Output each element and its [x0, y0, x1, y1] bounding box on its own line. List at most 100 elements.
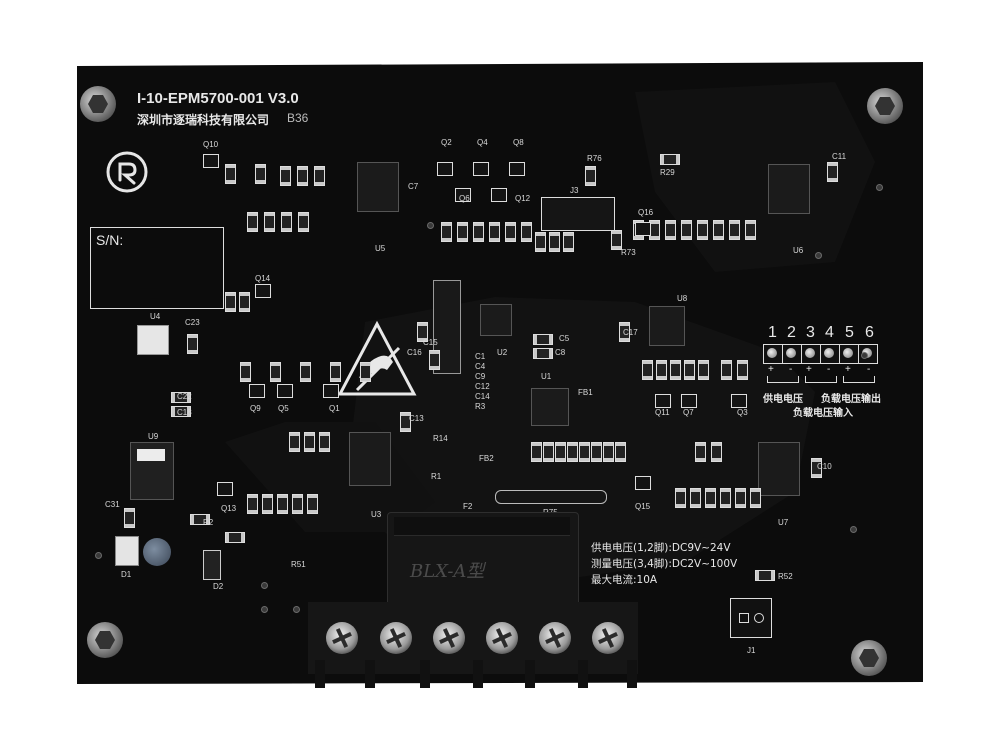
label-c10: C10: [817, 462, 832, 471]
fuse-holder: BLX-A型: [387, 512, 579, 610]
label-q6: Q6: [459, 194, 470, 203]
smd-component: [247, 494, 258, 514]
cap-stack-label-4: C12: [475, 382, 490, 391]
smd-component: [533, 348, 553, 359]
label-c18: C18: [177, 408, 192, 417]
terminal-screw-4[interactable]: [486, 622, 518, 654]
smd-component: [735, 488, 746, 508]
label-r52: R52: [778, 572, 793, 581]
company-logo: [106, 151, 148, 193]
smd-component: [270, 362, 281, 382]
label-fb2: FB2: [479, 454, 494, 463]
transistor: [509, 162, 525, 176]
ic-u9: [130, 442, 174, 500]
smd-component: [292, 494, 303, 514]
label-r76: R76: [587, 154, 602, 163]
ic-u6-label: U6: [793, 246, 804, 255]
transistor: [681, 394, 697, 408]
smd-component: [441, 222, 452, 242]
transistor: [255, 284, 271, 298]
ic-u3-label: U3: [371, 510, 382, 519]
label-c5: C5: [559, 334, 570, 343]
corner-screw-br: [851, 640, 887, 676]
label-r29: R29: [660, 168, 675, 177]
smd-component: [656, 360, 667, 380]
label-q7: Q7: [683, 408, 694, 417]
smd-component: [262, 494, 273, 514]
ic-u5-label: U5: [375, 244, 386, 253]
smd-component: [300, 362, 311, 382]
smd-component: [264, 212, 275, 232]
transistor: [277, 384, 293, 398]
cap-stack-label-2: C4: [475, 362, 486, 371]
load-output-label: 负载电压输出: [821, 394, 881, 405]
ic-u2: [480, 304, 512, 336]
label-q4: Q4: [477, 138, 488, 147]
smd-component: [698, 360, 709, 380]
smd-component: [190, 514, 210, 525]
label-c31: C31: [105, 500, 120, 509]
esd-warning-icon: [337, 320, 417, 396]
smd-component: [171, 406, 191, 417]
cap-stack-label-5: C14: [475, 392, 490, 401]
supply-voltage-label: 供电电压: [763, 394, 803, 405]
ic-u4-label: U4: [150, 312, 161, 321]
label-c13: C13: [409, 414, 424, 423]
ic-u7: [758, 442, 800, 496]
transistor: [473, 162, 489, 176]
smd-component: [330, 362, 341, 382]
terminal-screw-3[interactable]: [433, 622, 465, 654]
label-q8: Q8: [513, 138, 524, 147]
smd-component: [187, 334, 198, 354]
serial-number-box: S/N:: [90, 227, 224, 309]
smd-component: [225, 164, 236, 184]
smd-component: [457, 222, 468, 242]
company-name-text: 深圳市逐瑞科技有限公司: [137, 113, 270, 127]
polarity-5: +: [845, 364, 851, 375]
spec-supply-voltage: 供电电压(1,2脚):DC9V~24V: [591, 542, 731, 554]
smd-component: [705, 488, 716, 508]
label-q15: Q15: [635, 502, 651, 511]
transistor: [437, 162, 453, 176]
terminal-screw-5[interactable]: [539, 622, 571, 654]
terminal-number-6: 6: [865, 324, 874, 341]
smd-component: [665, 220, 676, 240]
electrolytic-capacitor: [143, 538, 171, 566]
terminal-screw-2[interactable]: [380, 622, 412, 654]
smd-component: [619, 322, 630, 342]
smd-component: [239, 292, 250, 312]
ic-u6: [768, 164, 810, 214]
smd-component: [642, 360, 653, 380]
smd-component: [281, 212, 292, 232]
smd-component: [319, 432, 330, 452]
spec-max-current: 最大电流:10A: [591, 574, 658, 586]
smd-component: [713, 220, 724, 240]
smd-component: [521, 222, 532, 242]
diode-d1: [115, 536, 139, 566]
transistor: [455, 188, 471, 202]
terminal-screw-6[interactable]: [592, 622, 624, 654]
smd-component: [277, 494, 288, 514]
transistor: [323, 384, 339, 398]
smd-component: [429, 350, 440, 370]
smd-component: [314, 166, 325, 186]
transistor: [249, 384, 265, 398]
corner-screw-bl: [87, 622, 123, 658]
cap-stack-label-3: C9: [475, 372, 486, 381]
serial-number-label: S/N:: [96, 232, 124, 248]
ic-u1: [531, 388, 569, 426]
smd-component: [549, 232, 560, 252]
ic-u8-label: U8: [677, 294, 688, 303]
smd-component: [711, 442, 722, 462]
label-c15: C15: [423, 338, 438, 347]
smd-component: [827, 162, 838, 182]
label-fb1: FB1: [578, 388, 593, 397]
label-c17: C17: [623, 328, 638, 337]
label-c11: C11: [832, 152, 847, 161]
terminal-screw-1[interactable]: [326, 622, 358, 654]
smd-component: [697, 220, 708, 240]
load-input-label: 负载电压输入: [793, 408, 853, 419]
transistor: [203, 154, 219, 168]
label-q10: Q10: [203, 140, 219, 149]
polarity-6: -: [867, 364, 871, 375]
